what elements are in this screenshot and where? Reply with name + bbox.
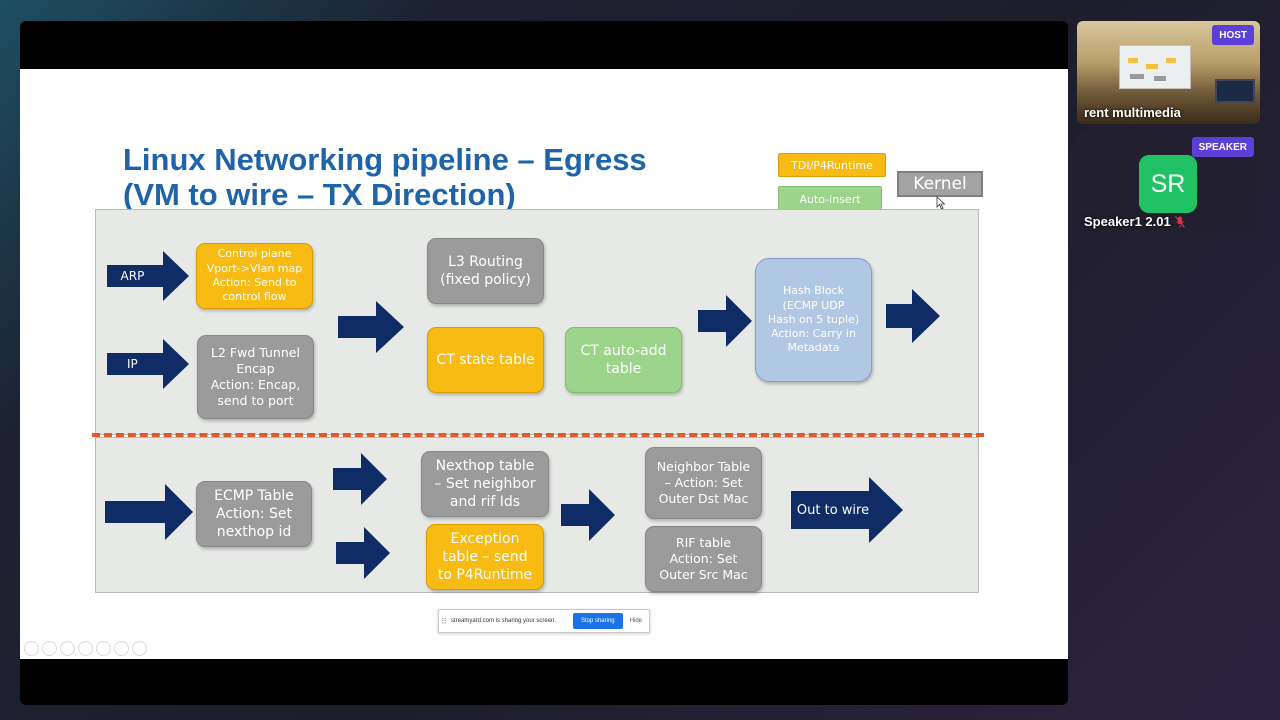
arp-arrow-label: ARP (120, 269, 145, 283)
l3-routing-box: L3 Routing (fixed policy) (427, 238, 544, 304)
presentation-stage: Linux Networking pipeline – Egress (VM t… (20, 21, 1068, 705)
legend-auto-insert-label: Auto-insert (799, 192, 861, 206)
flow-arrow-5 (336, 527, 390, 579)
ecmp-table-box: ECMP Table Action: Set nexthop id (196, 481, 312, 547)
flow-arrow-1 (338, 301, 404, 353)
share-message: streamyard.com is sharing your screen. (451, 618, 557, 624)
slide-title: Linux Networking pipeline – Egress (VM t… (123, 142, 743, 212)
flow-arrow-4 (333, 453, 387, 505)
shared-slide: Linux Networking pipeline – Egress (VM t… (20, 69, 1068, 659)
legend-auto-insert: Auto-insert (778, 186, 882, 212)
slide-controls (24, 641, 147, 656)
ip-arrow-label: IP (127, 357, 138, 371)
more-options-icon[interactable] (132, 641, 147, 656)
slide-title-line1: Linux Networking pipeline – Egress (123, 142, 647, 177)
speaker-tile[interactable]: SPEAKER SR Speaker1 2.01 (1077, 133, 1260, 235)
next-slide-icon[interactable] (42, 641, 57, 656)
mouse-cursor-icon (936, 196, 946, 210)
speaker-avatar: SR (1139, 155, 1197, 213)
host-name-label: rent multimedia (1084, 105, 1181, 120)
exception-table-box: Exception table – send to P4Runtime (426, 524, 544, 590)
subtitles-icon[interactable] (114, 641, 129, 656)
pen-icon[interactable] (60, 641, 75, 656)
legend-kernel-label: Kernel (913, 174, 967, 194)
host-name: rent multimedia (1084, 105, 1181, 120)
flow-arrow-2 (698, 295, 752, 347)
out-to-wire-label: Out to wire (796, 502, 870, 518)
control-plane-box: Control plane Vport->Vlan map Action: Se… (196, 243, 313, 309)
slide-title-line2: (VM to wire – TX Direction) (123, 177, 516, 212)
legend-kernel: Kernel (897, 171, 983, 197)
zoom-icon[interactable] (96, 641, 111, 656)
prev-slide-icon[interactable] (24, 641, 39, 656)
flow-arrow-3 (886, 289, 940, 343)
ct-auto-add-table-box: CT auto-add table (565, 327, 682, 393)
speaker-badge: SPEAKER (1191, 137, 1254, 157)
flow-arrow-6 (561, 489, 615, 541)
screen-share-bar: ⠿ streamyard.com is sharing your screen.… (438, 609, 650, 633)
legend-tdi-p4runtime: TDI/P4Runtime (778, 153, 886, 177)
section-divider (92, 433, 984, 437)
hash-block-box: Hash Block (ECMP UDP Hash on 5 tuple) Ac… (755, 258, 872, 382)
neighbor-table-box: Neighbor Table – Action: Set Outer Dst M… (645, 447, 762, 519)
arp-arrow: ARP (107, 251, 189, 301)
projector-screen (1119, 45, 1191, 89)
ip-arrow: IP (107, 339, 189, 389)
drag-handle-icon[interactable]: ⠿ (441, 616, 447, 626)
hide-button[interactable]: Hide (629, 618, 642, 624)
speaker-name: Speaker1 2.01 (1084, 214, 1185, 229)
nexthop-table-box: Nexthop table – Set neighbor and rif Ids (421, 451, 549, 517)
ct-state-table-box: CT state table (427, 327, 544, 393)
legend-tdi-label: TDI/P4Runtime (791, 158, 873, 172)
ecmp-input-arrow (105, 484, 193, 540)
rif-table-box: RIF table Action: Set Outer Src Mac (645, 526, 762, 592)
stop-sharing-button[interactable]: Stop sharing (572, 613, 623, 629)
room-monitor (1215, 79, 1255, 103)
mic-muted-icon (1174, 215, 1185, 228)
l2-fwd-tunnel-box: L2 Fwd Tunnel Encap Action: Encap, send … (197, 335, 314, 419)
host-video-tile[interactable]: HOST rent multimedia (1077, 21, 1260, 124)
out-to-wire-arrow: Out to wire (791, 477, 903, 543)
speaker-name-label: Speaker1 2.01 (1084, 214, 1171, 229)
host-badge: HOST (1212, 25, 1254, 45)
slides-grid-icon[interactable] (78, 641, 93, 656)
